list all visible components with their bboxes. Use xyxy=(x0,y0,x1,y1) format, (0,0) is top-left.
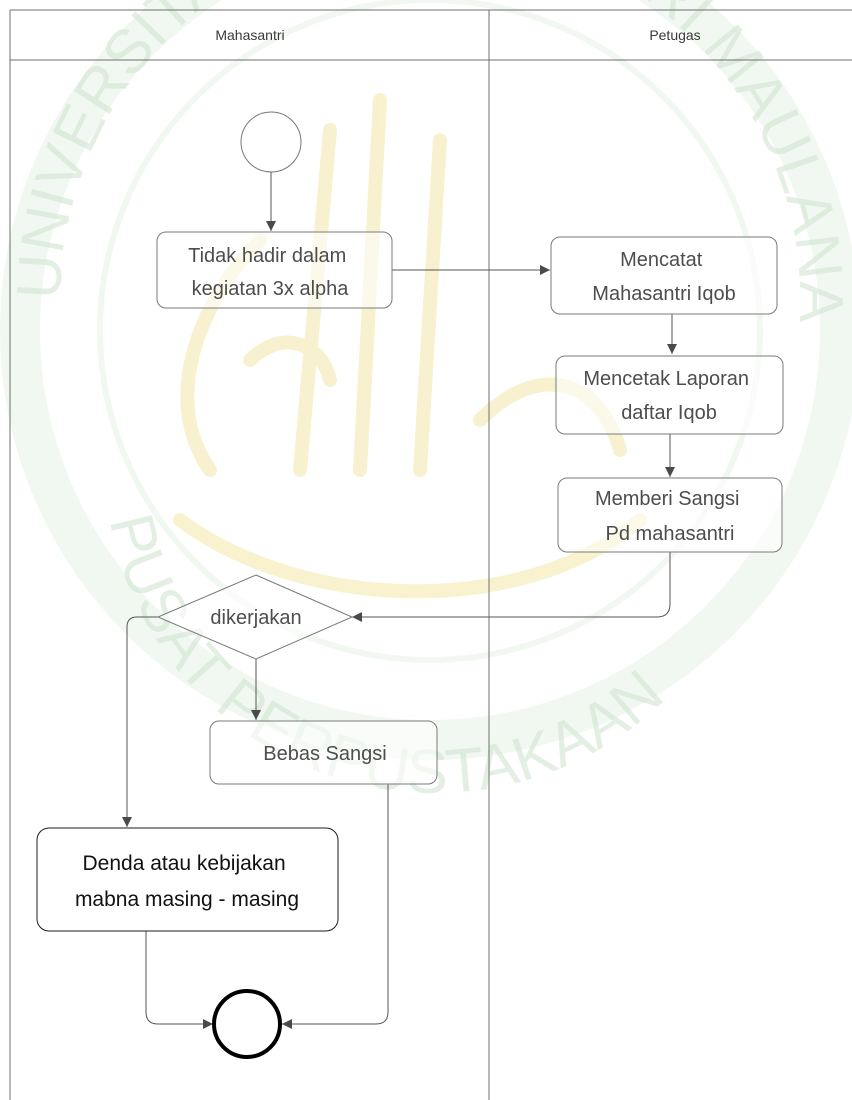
action-denda-line2: mabna masing - masing xyxy=(75,888,299,911)
action-tidak-hadir-line2: kegiatan 3x alpha xyxy=(192,278,350,300)
action-mencetak-line2: daftar Iqob xyxy=(621,402,717,424)
edge-denda-to-end xyxy=(145,930,213,1029)
action-denda-line1: Denda atau kebijakan xyxy=(83,852,286,875)
action-denda-box xyxy=(36,827,339,932)
action-tidak-hadir-line1: Tidak hadir dalam xyxy=(188,245,346,267)
decision-diamond xyxy=(156,574,354,660)
edge-memberi-to-decision xyxy=(352,552,671,622)
start-node xyxy=(240,111,302,173)
action-memberi-line2: Pd mahasantri xyxy=(606,523,735,545)
end-node xyxy=(212,989,282,1059)
action-mencetak-label: Mencetak Laporan daftar Iqob xyxy=(583,368,754,424)
action-memberi-label: Memberi Sangsi Pd mahasantri xyxy=(595,488,745,545)
action-denda-label: Denda atau kebijakan mabna masing - masi… xyxy=(75,852,299,911)
decision-label: dikerjakan xyxy=(210,607,301,629)
action-tidak-hadir-label: Tidak hadir dalam kegiatan 3x alpha xyxy=(188,245,352,300)
action-mencatat-label: Mencatat Mahasantri Iqob xyxy=(592,249,735,305)
action-tidak-hadir-box xyxy=(156,231,393,309)
action-memberi-box xyxy=(557,477,783,553)
action-mencetak-box xyxy=(555,355,784,435)
edge-bebas-to-end xyxy=(282,784,389,1029)
flow-edges xyxy=(122,172,677,1029)
action-mencatat-line2: Mahasantri Iqob xyxy=(592,283,735,305)
action-memberi-line1: Memberi Sangsi xyxy=(595,488,740,510)
action-mencatat-box xyxy=(550,236,778,315)
action-bebas-label: Bebas Sangsi xyxy=(263,743,386,765)
swimlane-frame xyxy=(9,9,852,1100)
action-bebas-box xyxy=(209,720,438,785)
edge-decision-to-denda xyxy=(122,616,158,827)
action-mencatat-line1: Mencatat xyxy=(620,249,703,271)
lane-title-petugas: Petugas xyxy=(649,27,700,43)
action-mencetak-line1: Mencetak Laporan xyxy=(583,368,749,390)
lane-title-mahasantri: Mahasantri xyxy=(215,27,284,43)
